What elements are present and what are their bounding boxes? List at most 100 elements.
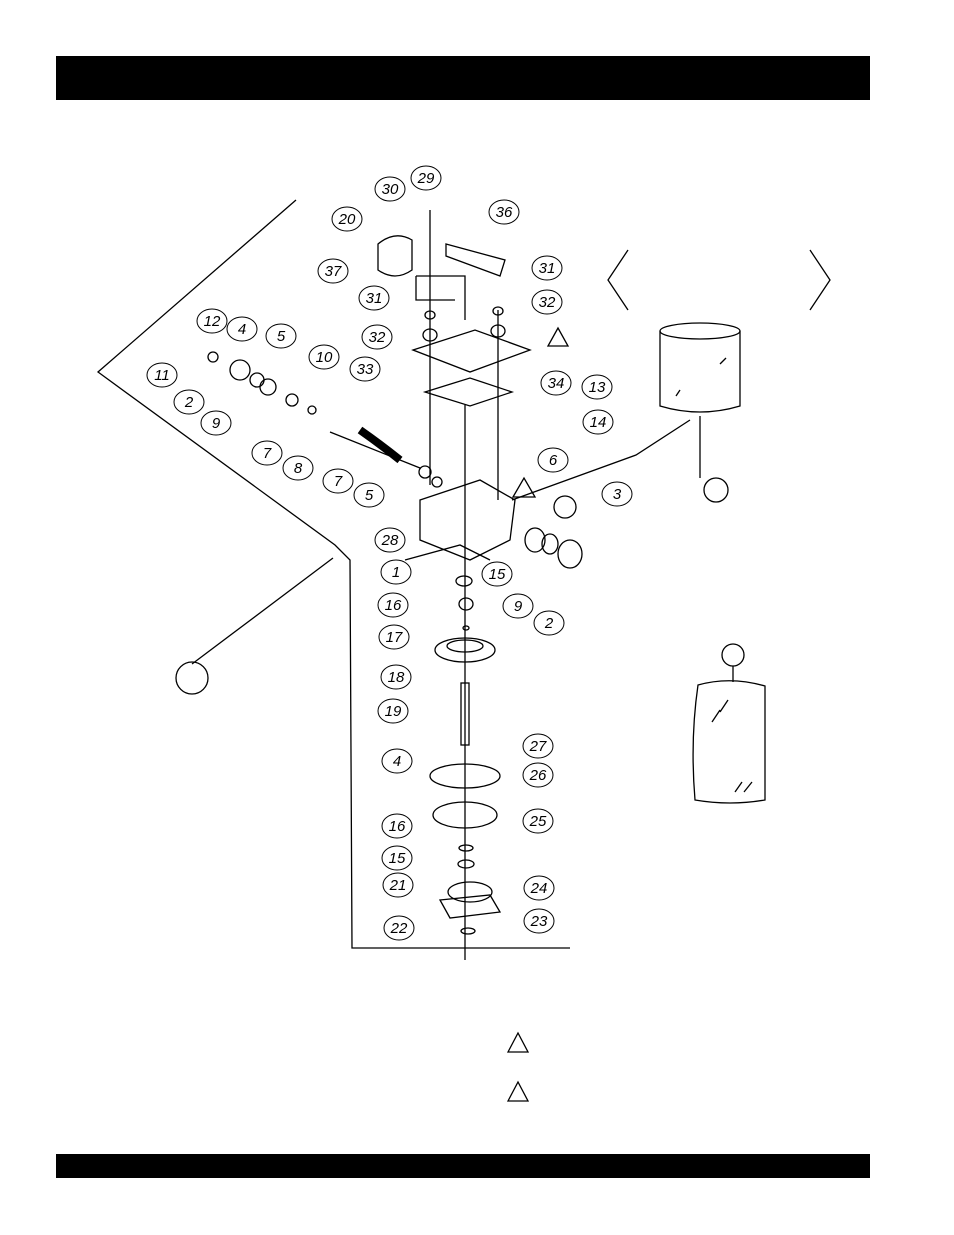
part-callout: 14 bbox=[583, 410, 613, 434]
seal-22 bbox=[461, 928, 475, 934]
part-callout-label: 9 bbox=[212, 415, 221, 432]
worm-gear bbox=[360, 430, 400, 460]
label-plate-outline bbox=[608, 250, 830, 310]
part-callout: 25 bbox=[523, 809, 553, 833]
part-callout: 1 bbox=[381, 560, 411, 584]
part-callout-label: 2 bbox=[184, 394, 194, 411]
warning-triangle-icon bbox=[548, 328, 568, 346]
part-callout-label: 8 bbox=[294, 460, 303, 477]
part-callout: 2 bbox=[174, 390, 204, 414]
part-callout-label: 15 bbox=[489, 566, 506, 583]
part-callout-label: 21 bbox=[389, 877, 407, 894]
bearing-cap-12 bbox=[230, 360, 250, 380]
warning-triangle-icon bbox=[508, 1082, 528, 1101]
part-callout: 16 bbox=[382, 814, 412, 838]
part-callout: 9 bbox=[201, 411, 231, 435]
part-callout-label: 22 bbox=[390, 920, 408, 937]
part-callout-label: 9 bbox=[514, 598, 523, 615]
part-callout-label: 20 bbox=[338, 211, 356, 228]
rubber-cover bbox=[378, 236, 412, 276]
part-callout-label: 1 bbox=[392, 564, 400, 581]
part-callout-label: 4 bbox=[393, 753, 401, 770]
part-callout: 6 bbox=[538, 448, 568, 472]
part-callout-label: 31 bbox=[539, 260, 556, 277]
part-callout: 4 bbox=[227, 317, 257, 341]
part-callout: 15 bbox=[382, 846, 412, 870]
part-callout-label: 5 bbox=[277, 328, 286, 345]
part-callout: 5 bbox=[354, 483, 384, 507]
part-callout-label: 7 bbox=[263, 445, 272, 462]
footer-bar bbox=[56, 1154, 870, 1178]
gearbox-housing bbox=[420, 480, 515, 560]
part-callout-label: 12 bbox=[204, 313, 221, 330]
bearing-16 bbox=[459, 845, 473, 851]
part-callout: 11 bbox=[147, 363, 177, 387]
part-callout-label: 10 bbox=[316, 349, 333, 366]
part-callout: 32 bbox=[362, 325, 392, 349]
part-callout: 10 bbox=[309, 345, 339, 369]
part-callout: 20 bbox=[332, 207, 362, 231]
cover-3 bbox=[558, 540, 582, 568]
blank-callout-circle-3 bbox=[722, 644, 744, 666]
base-flange-21 bbox=[440, 895, 500, 918]
part-callout-label: 26 bbox=[529, 767, 547, 784]
part-callout: 2 bbox=[534, 611, 564, 635]
part-callout-label: 14 bbox=[590, 414, 607, 431]
part-callout-label: 32 bbox=[539, 294, 556, 311]
part-callout-label: 28 bbox=[381, 532, 399, 549]
part-callout-label: 11 bbox=[154, 367, 170, 384]
part-callout: 37 bbox=[318, 259, 348, 283]
part-callout: 7 bbox=[323, 469, 353, 493]
part-callout-label: 23 bbox=[530, 913, 548, 930]
part-callout: 28 bbox=[375, 528, 405, 552]
part-callout-label: 3 bbox=[613, 486, 622, 503]
warning-triangle-icon bbox=[508, 1033, 528, 1052]
part-callout: 18 bbox=[381, 665, 411, 689]
bracket-37 bbox=[416, 276, 465, 320]
part-callout-label: 25 bbox=[529, 813, 547, 830]
part-callout-label: 31 bbox=[366, 290, 383, 307]
part-callout-label: 7 bbox=[334, 473, 343, 490]
part-callout: 7 bbox=[252, 441, 282, 465]
part-callout-label: 24 bbox=[530, 880, 548, 897]
part-callout-label: 30 bbox=[382, 181, 399, 198]
part-callout: 36 bbox=[489, 200, 519, 224]
part-callout-label: 36 bbox=[496, 204, 513, 221]
part-callout-label: 19 bbox=[385, 703, 402, 720]
part-callout: 8 bbox=[283, 456, 313, 480]
part-callout: 3 bbox=[602, 482, 632, 506]
part-callout-label: 32 bbox=[369, 329, 386, 346]
blank-callout-circle-2 bbox=[704, 478, 728, 502]
bearing-15 bbox=[458, 860, 474, 868]
part-callout: 24 bbox=[524, 876, 554, 900]
part-callout: 15 bbox=[482, 562, 512, 586]
part-callout-label: 16 bbox=[385, 597, 402, 614]
part-callout-label: 4 bbox=[238, 321, 246, 338]
part-callout: 34 bbox=[541, 371, 571, 395]
part-callout: 13 bbox=[582, 375, 612, 399]
part-callout: 16 bbox=[378, 593, 408, 617]
part-callout-label: 37 bbox=[325, 263, 342, 280]
warning-triangle-icon bbox=[513, 478, 535, 497]
part-callout: 31 bbox=[359, 286, 389, 310]
part-callout: 5 bbox=[266, 324, 296, 348]
part-callout-label: 18 bbox=[388, 669, 405, 686]
part-callout: 33 bbox=[350, 357, 380, 381]
part-callout: 30 bbox=[375, 177, 405, 201]
part-callout: 19 bbox=[378, 699, 408, 723]
blank-callout-circle bbox=[176, 662, 208, 694]
part-callout: 12 bbox=[197, 309, 227, 333]
part-callout: 22 bbox=[384, 916, 414, 940]
plastic-bag-icon bbox=[693, 681, 765, 803]
part-callout-label: 29 bbox=[417, 170, 435, 187]
part-callout: 21 bbox=[383, 873, 413, 897]
part-callout: 17 bbox=[379, 625, 409, 649]
mount-plate-34 bbox=[425, 378, 512, 406]
part-callout: 31 bbox=[532, 256, 562, 280]
part-callout: 29 bbox=[411, 166, 441, 190]
part-callout-label: 15 bbox=[389, 850, 406, 867]
part-callout-label: 5 bbox=[365, 487, 374, 504]
part-callout: 23 bbox=[524, 909, 554, 933]
part-callout-label: 17 bbox=[386, 629, 403, 646]
